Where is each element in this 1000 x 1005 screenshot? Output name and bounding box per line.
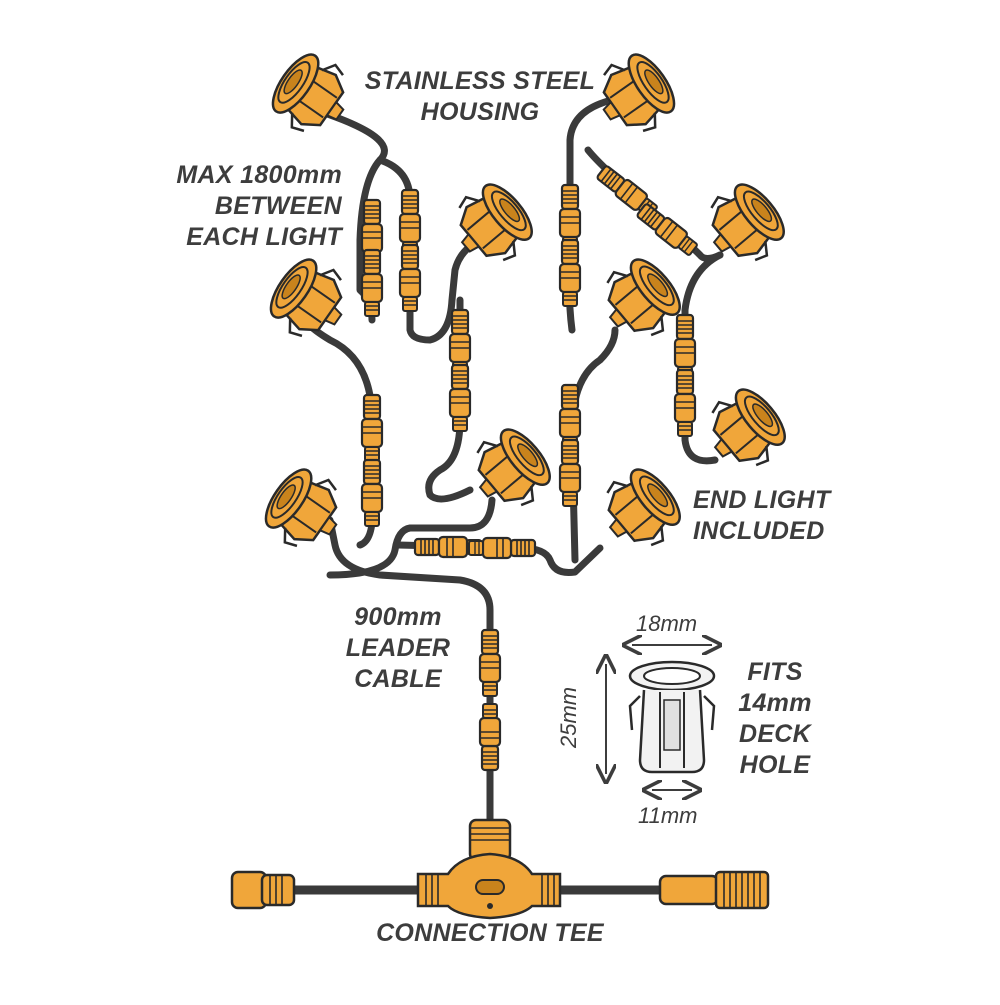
cable-connector-icon (478, 628, 502, 698)
leader-cable-label-line: LEADER (345, 634, 451, 662)
max-spacing-label-line: MAX 1800mm (176, 161, 342, 189)
cable-connector-icon (478, 702, 502, 772)
deck-light-icon (458, 417, 562, 523)
leader-cable-label-line: 900mm (354, 603, 442, 631)
fits-hole-label-line: FITS (747, 658, 803, 686)
dimension-width-bottom: 11mm (638, 803, 698, 828)
dimension-height: 25mm (556, 686, 581, 748)
max-spacing-label: MAX 1800mm BETWEEN EACH LIGHT (120, 160, 342, 253)
leader-cable-label: 900mm LEADER CABLE (328, 602, 468, 695)
cable-connector-icon (558, 438, 582, 508)
cable-connector-icon (360, 393, 384, 463)
light-dimension-detail (606, 645, 714, 790)
fits-hole-label-line: 14mm (738, 689, 812, 717)
deck-light-icon (259, 248, 361, 352)
deck-light-icon (693, 377, 797, 483)
housing-label-line: STAINLESS STEEL (364, 67, 596, 95)
dimension-width-top: 18mm (636, 611, 698, 636)
housing-label-line: HOUSING (420, 98, 540, 126)
cable-connector-icon (558, 238, 582, 308)
cable-connector-icon (360, 248, 384, 318)
cable-connector-icon (448, 363, 472, 433)
end-light-label-line: END LIGHT (693, 486, 831, 514)
end-light-label-line: INCLUDED (693, 517, 825, 545)
deck-light-icon (254, 458, 356, 562)
connection-tee-label: CONNECTION TEE (340, 918, 640, 949)
deck-light-icon (588, 247, 692, 353)
connection-tee-icon (230, 790, 770, 920)
fits-hole-label: FITS 14mm DECK HOLE (722, 657, 828, 781)
cable-connector-icon (467, 536, 537, 560)
housing-label: STAINLESS STEEL HOUSING (345, 66, 615, 128)
end-light-label: END LIGHT INCLUDED (693, 485, 863, 547)
end-cap-icon (230, 870, 296, 910)
max-spacing-label-line: EACH LIGHT (186, 223, 342, 251)
fits-hole-label-line: DECK (738, 720, 812, 748)
cable-connector-icon (398, 243, 422, 313)
cable-connector-icon (673, 368, 697, 438)
connection-tee-label-text: CONNECTION TEE (376, 919, 604, 947)
fits-hole-label-line: HOLE (739, 751, 811, 779)
leader-cable-label-line: CABLE (354, 665, 442, 693)
deck-light-icon (628, 660, 716, 774)
cable-connector-icon (360, 458, 384, 528)
power-plug-icon (658, 870, 770, 910)
cable-connector-icon (634, 200, 701, 260)
deck-light-icon (588, 457, 692, 563)
max-spacing-label-line: BETWEEN (214, 192, 342, 220)
